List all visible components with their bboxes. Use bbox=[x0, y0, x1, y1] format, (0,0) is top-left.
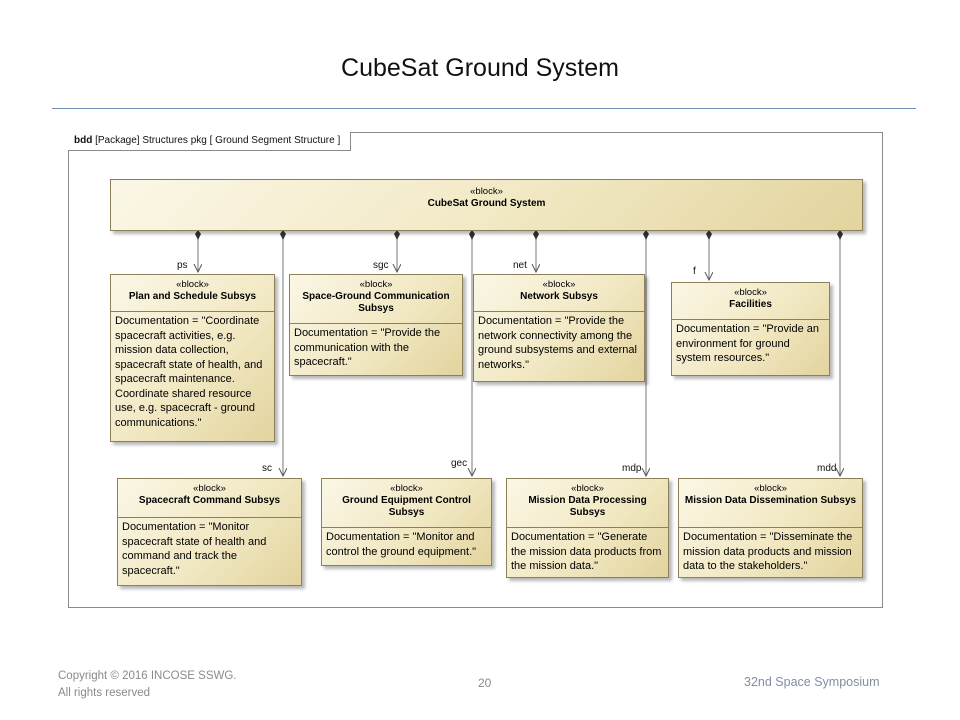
composition-diamond-f bbox=[706, 230, 712, 240]
block-documentation: Documentation = "Monitor spacecraft stat… bbox=[118, 517, 301, 580]
role-label-sc: sc bbox=[262, 463, 272, 474]
block-name: Spacecraft Command Subsys bbox=[138, 495, 281, 506]
block-name: Mission Data Processing Subsys bbox=[528, 495, 647, 518]
diagram-frame-label: [Package] Structures pkg [ Ground Segmen… bbox=[95, 135, 341, 146]
title-divider bbox=[52, 108, 916, 109]
footer-copyright: Copyright © 2016 INCOSE SSWG. All rights… bbox=[58, 670, 237, 699]
block-name: CubeSat Ground System bbox=[427, 198, 546, 209]
role-label-gec: gec bbox=[451, 458, 468, 469]
composition-diamond-mdd bbox=[837, 230, 843, 240]
block-stereotype: «block» bbox=[754, 483, 787, 494]
block-stereotype: «block» bbox=[734, 287, 767, 298]
diagram-kind: bdd bbox=[74, 135, 93, 146]
block-stereotype: «block» bbox=[542, 279, 576, 290]
diagram-frame-header: bdd [Package] Structures pkg [ Ground Se… bbox=[68, 132, 352, 151]
role-label-f: f bbox=[693, 266, 696, 277]
role-label-mdd: mdd bbox=[817, 463, 837, 474]
page-number: 20 bbox=[478, 676, 492, 690]
block-mission-data-dissemination-subsys[interactable]: «block» Mission Data Dissemination Subsy… bbox=[678, 478, 863, 578]
block-stereotype: «block» bbox=[390, 483, 423, 494]
block-name: Facilities bbox=[729, 299, 772, 310]
block-documentation: Documentation = "Generate the mission da… bbox=[507, 527, 668, 576]
role-label-net: net bbox=[513, 260, 527, 271]
footer-event: 32nd Space Symposium bbox=[744, 675, 880, 689]
composition-diamond-net bbox=[533, 230, 539, 240]
block-name: Plan and Schedule Subsys bbox=[128, 291, 257, 302]
block-space-ground-communication-subsys[interactable]: «block» Space-Ground Communication Subsy… bbox=[289, 274, 463, 376]
block-stereotype: «block» bbox=[470, 186, 503, 197]
block-name: Network Subsys bbox=[520, 291, 598, 302]
block-stereotype: «block» bbox=[359, 279, 393, 290]
block-facilities[interactable]: «block» Facilities Documentation = "Prov… bbox=[671, 282, 830, 376]
block-mission-data-processing-subsys[interactable]: «block» Mission Data Processing Subsys D… bbox=[506, 478, 669, 578]
composition-diamond-mdp bbox=[643, 230, 649, 240]
role-label-mdp: mdp bbox=[622, 463, 642, 474]
block-documentation: Documentation = "Provide the communicati… bbox=[290, 323, 462, 372]
block-documentation: Documentation = "Provide the network con… bbox=[474, 311, 644, 374]
block-documentation: Documentation = "Disseminate the mission… bbox=[679, 527, 862, 576]
block-documentation: Documentation = "Monitor and control the… bbox=[322, 527, 491, 561]
block-name: Space-Ground Communication Subsys bbox=[302, 291, 450, 314]
block-documentation: Documentation = "Provide an environment … bbox=[672, 319, 829, 368]
block-network-subsys[interactable]: «block» Network Subsys Documentation = "… bbox=[473, 274, 645, 382]
block-ground-equipment-control-subsys[interactable]: «block» Ground Equipment Control Subsys … bbox=[321, 478, 492, 566]
block-plan-and-schedule-subsys[interactable]: «block» Plan and Schedule Subsys Documen… bbox=[110, 274, 275, 442]
composition-diamond-gec bbox=[469, 230, 475, 240]
block-spacecraft-command-subsys[interactable]: «block» Spacecraft Command Subsys Docume… bbox=[117, 478, 302, 586]
role-label-ps: ps bbox=[177, 260, 188, 271]
diagram-frame bbox=[68, 132, 883, 608]
block-stereotype: «block» bbox=[193, 483, 226, 494]
composition-diamond-sgc bbox=[394, 230, 400, 240]
block-stereotype: «block» bbox=[176, 279, 209, 290]
block-name: Ground Equipment Control Subsys bbox=[342, 495, 471, 518]
composition-diamond-ps bbox=[195, 230, 201, 240]
block-cubesat-ground-system[interactable]: «block» CubeSat Ground System bbox=[110, 179, 863, 231]
block-name: Mission Data Dissemination Subsys bbox=[684, 495, 857, 506]
composition-diamond-sc bbox=[280, 230, 286, 240]
block-documentation: Documentation = "Coordinate spacecraft a… bbox=[111, 311, 274, 432]
block-stereotype: «block» bbox=[571, 483, 604, 494]
slide-title: CubeSat Ground System bbox=[341, 54, 619, 82]
role-label-sgc: sgc bbox=[373, 260, 389, 271]
